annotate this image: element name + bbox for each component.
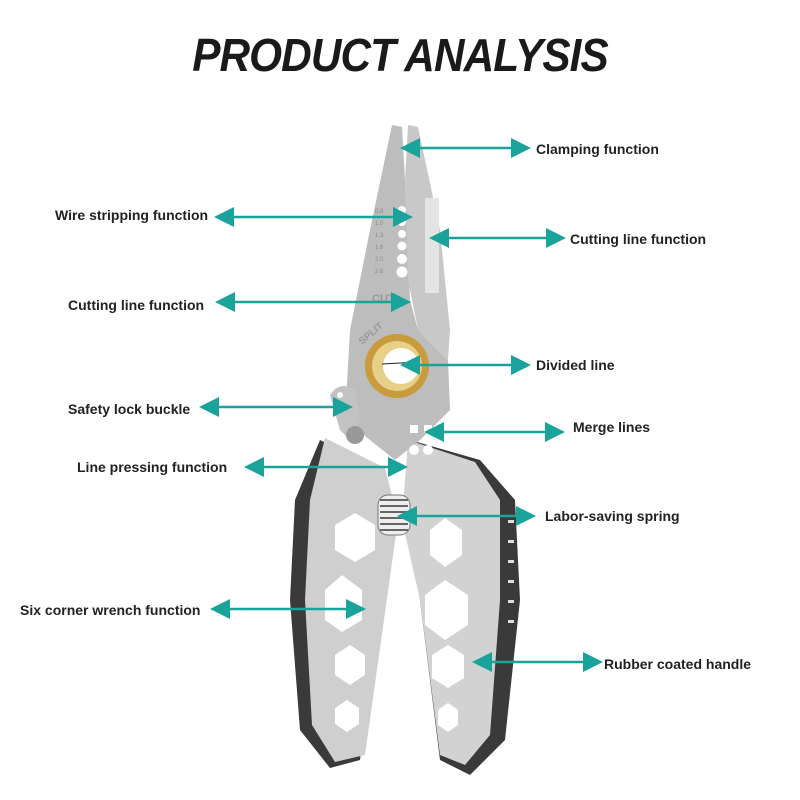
label-line-pressing: Line pressing function xyxy=(77,459,228,475)
left-handle xyxy=(290,438,398,768)
label-cutting-right: Cutting line function xyxy=(570,231,707,247)
size-mark: 0.8 xyxy=(375,209,384,215)
label-clamping: Clamping function xyxy=(536,141,659,157)
size-mark: 2.0 xyxy=(375,257,384,263)
size-mark: 1.6 xyxy=(375,245,384,251)
label-wrench: Six corner wrench function xyxy=(20,602,201,618)
label-rubber: Rubber coated handle xyxy=(604,656,752,672)
label-safety-lock: Safety lock buckle xyxy=(68,401,191,417)
size-mark: 1.0 xyxy=(375,221,384,227)
label-divided: Divided line xyxy=(536,357,615,373)
size-mark: 2.6 xyxy=(375,269,384,275)
size-mark: 1.3 xyxy=(375,233,384,239)
label-merge: Merge lines xyxy=(573,419,651,435)
label-spring: Labor-saving spring xyxy=(545,508,680,524)
label-cutting-left: Cutting line function xyxy=(68,297,205,313)
right-handle xyxy=(402,440,520,775)
label-wire-stripping: Wire stripping function xyxy=(55,207,209,223)
spring xyxy=(377,494,411,536)
page-title: PRODUCT ANALYSIS xyxy=(192,29,608,81)
